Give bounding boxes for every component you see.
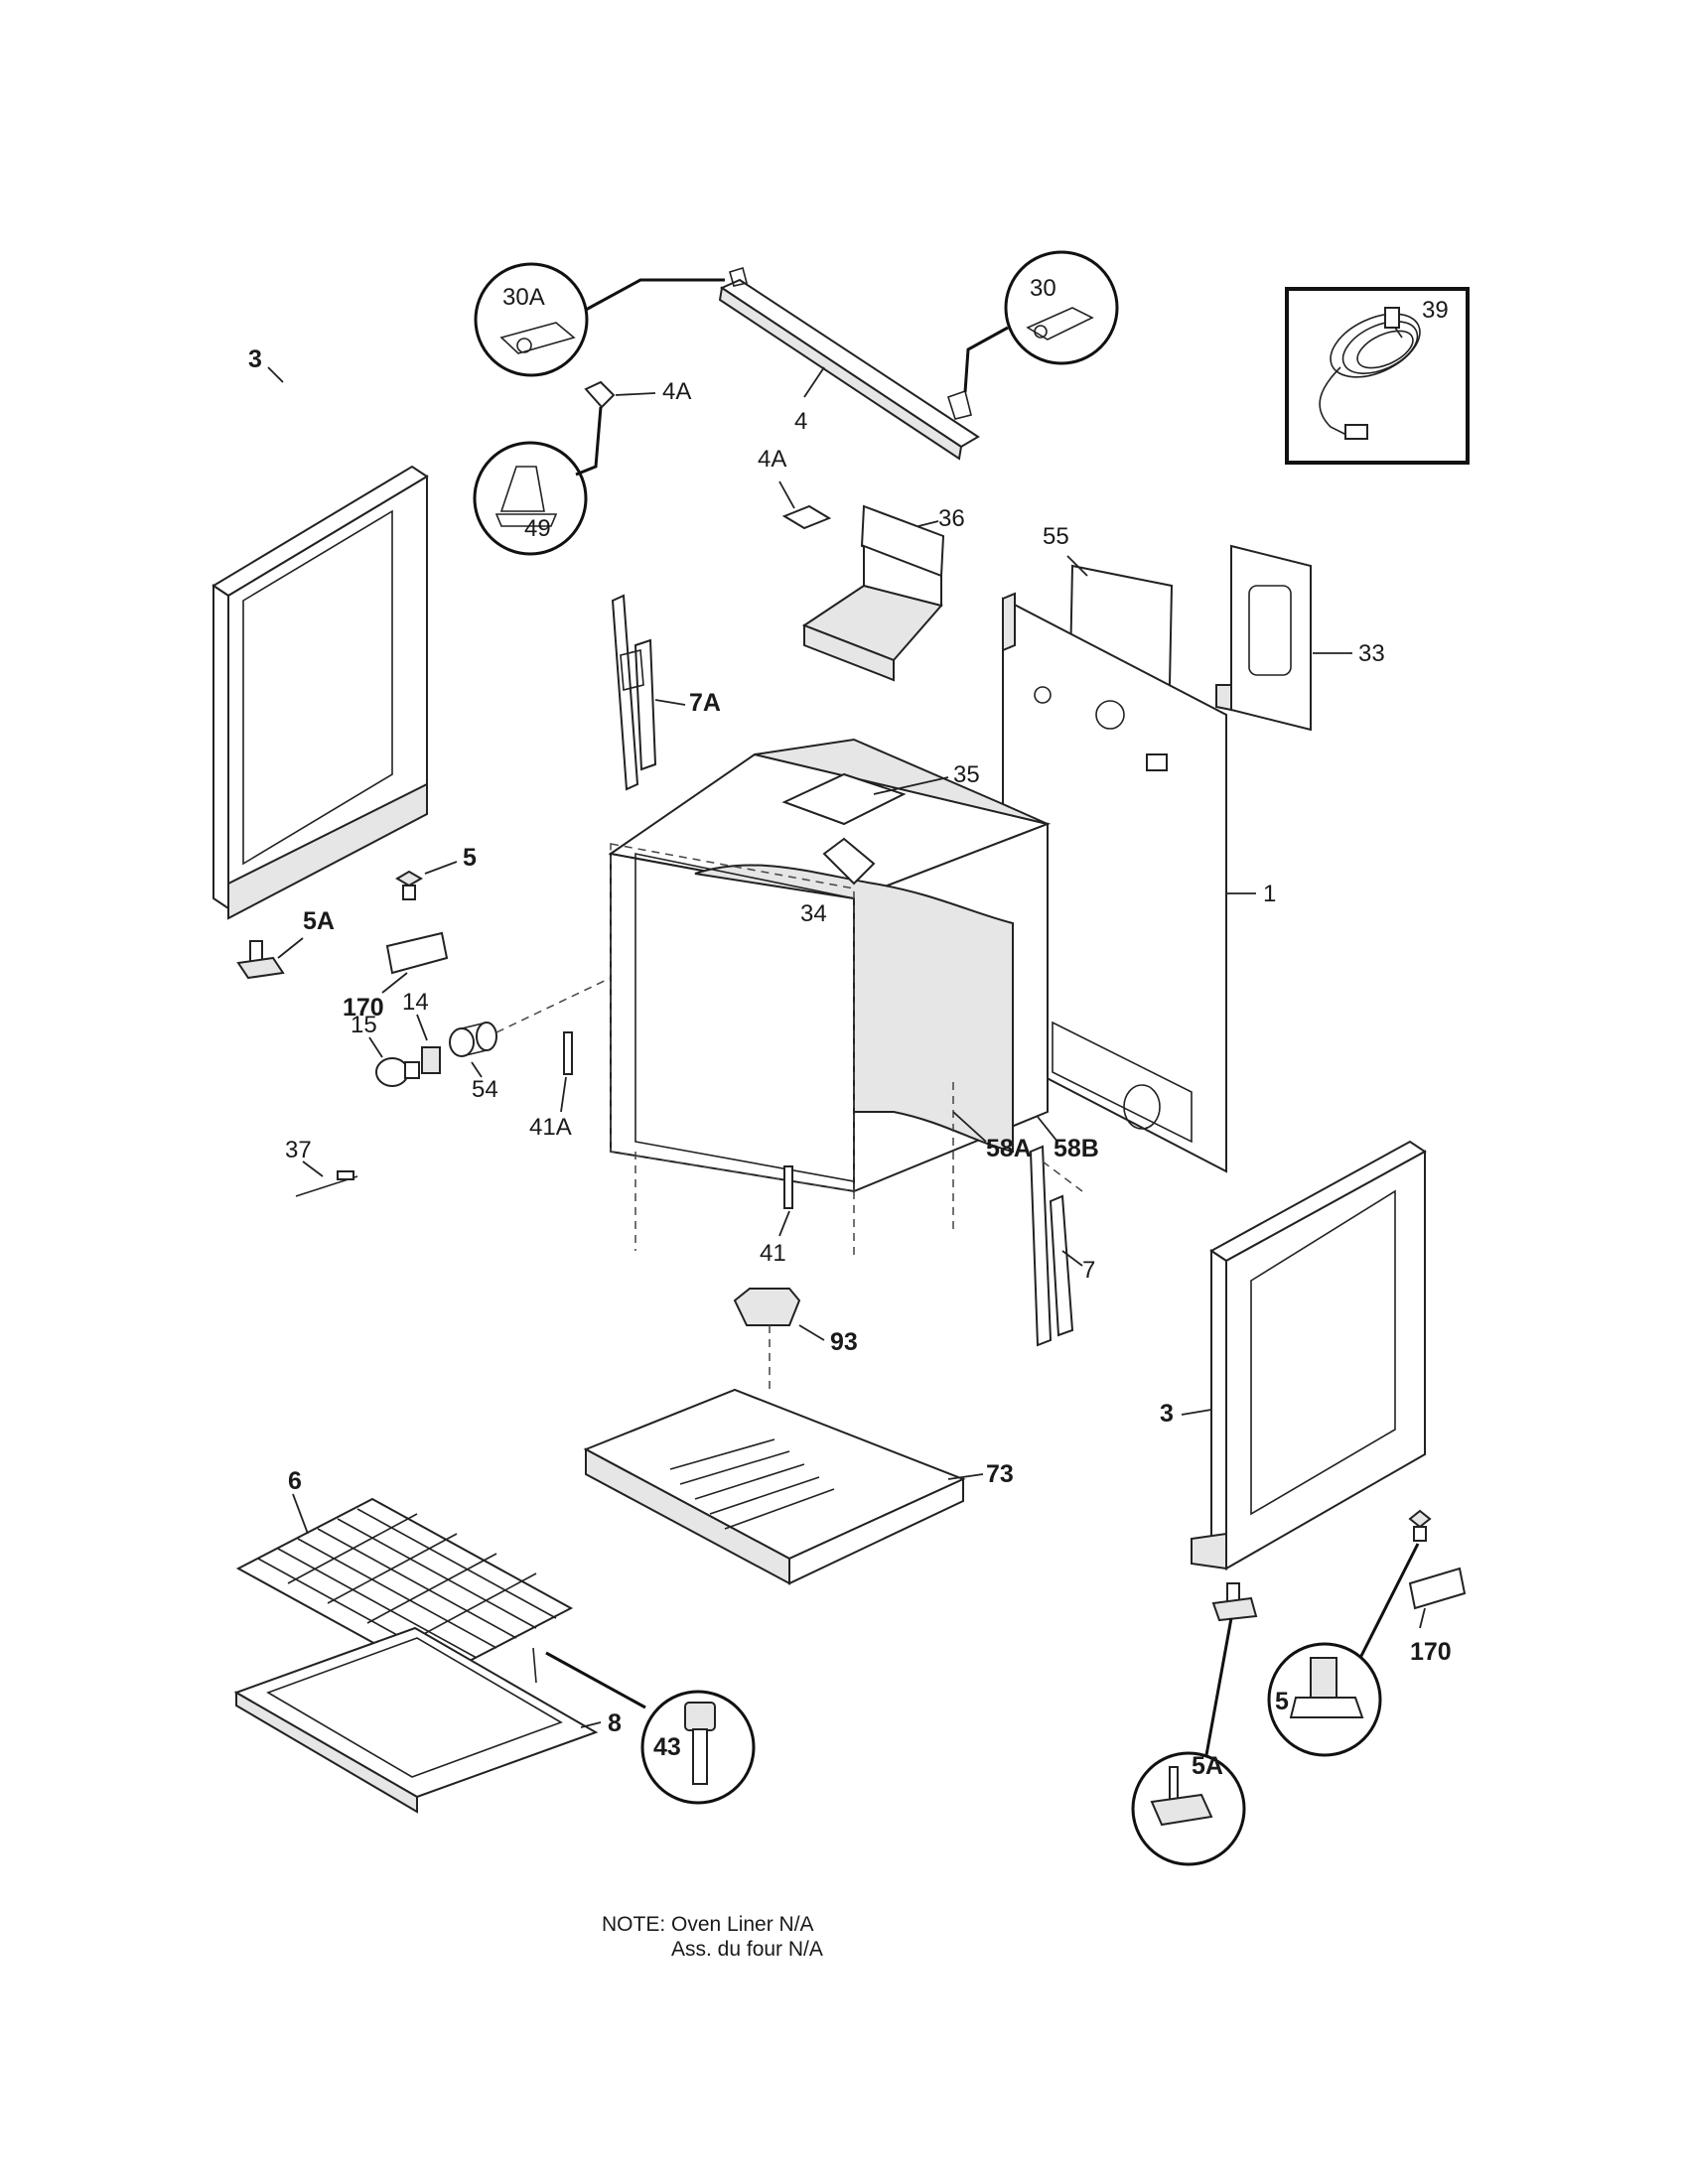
label-36: 36	[938, 505, 965, 532]
label-3-right: 3	[1160, 1400, 1174, 1428]
part-3-left-side-panel	[211, 366, 429, 920]
part-4-top-bracket	[718, 266, 980, 461]
label-7: 7	[1082, 1257, 1095, 1284]
part-35-bracket	[781, 772, 949, 826]
part-14-socket	[416, 1014, 441, 1074]
label-37: 37	[285, 1137, 312, 1163]
label-170-right: 170	[1410, 1638, 1452, 1666]
part-5A-right-foot	[1131, 1582, 1258, 1866]
part-7A-hinge	[611, 594, 686, 791]
label-8: 8	[608, 1709, 622, 1737]
part-8-broiler-drawer	[233, 1626, 602, 1814]
label-54: 54	[472, 1076, 498, 1103]
part-3-right-side-panel	[1181, 1140, 1427, 1570]
callout-43-screw	[532, 1647, 756, 1805]
note-line-1: NOTE: Oven Liner N/A	[602, 1913, 814, 1936]
part-4A-mid	[778, 480, 832, 530]
label-170-left: 170	[343, 994, 384, 1022]
label-7A: 7A	[689, 689, 721, 717]
label-34: 34	[800, 900, 827, 927]
part-34-insulation-cover	[822, 837, 876, 886]
part-73-bottom-panel	[583, 1388, 984, 1585]
part-5-right-leveler	[1267, 1509, 1432, 1757]
part-41-bracket	[778, 1165, 793, 1237]
part-7-hinge	[1029, 1145, 1083, 1347]
part-37-sensor	[295, 1160, 358, 1197]
label-33: 33	[1358, 640, 1385, 667]
part-4A-top	[584, 380, 656, 409]
note-line-2: Ass. du four N/A	[671, 1938, 823, 1961]
label-5A-left: 5A	[303, 907, 335, 935]
label-4A-mid: 4A	[758, 446, 786, 473]
label-93: 93	[830, 1328, 858, 1356]
label-58B: 58B	[1054, 1135, 1099, 1162]
part-170-right-anti-tip	[1408, 1567, 1467, 1629]
label-5A-right: 5A	[1192, 1752, 1223, 1780]
label-39: 39	[1422, 297, 1449, 324]
oven-cavity-body	[608, 738, 1052, 1261]
callout-30A	[474, 262, 725, 377]
part-5-left-leveler	[395, 861, 458, 900]
part-93-element-cover	[733, 1288, 825, 1390]
part-41A-bracket	[560, 1031, 573, 1113]
callout-49	[473, 406, 603, 556]
label-14: 14	[402, 989, 429, 1016]
label-3-left: 3	[248, 345, 262, 373]
part-54-lens-cover	[449, 977, 612, 1078]
label-6: 6	[288, 1467, 302, 1495]
part-33-cover	[1215, 544, 1352, 732]
label-30: 30	[1030, 275, 1056, 302]
part-170-left-anti-tip	[381, 931, 449, 994]
label-73: 73	[986, 1460, 1014, 1488]
label-35: 35	[953, 761, 980, 788]
label-49: 49	[524, 515, 551, 542]
label-5-right: 5	[1275, 1688, 1289, 1715]
label-4: 4	[794, 408, 807, 435]
part-36-vent-duct	[801, 504, 945, 682]
label-58A: 58A	[986, 1135, 1032, 1162]
label-1: 1	[1263, 881, 1276, 907]
part-5A-left-foot	[236, 937, 304, 980]
label-30A: 30A	[502, 284, 545, 311]
callout-30	[963, 250, 1119, 393]
label-4A-top: 4A	[662, 378, 691, 405]
label-15: 15	[351, 1012, 377, 1038]
part-15-bulb	[368, 1036, 420, 1087]
label-43: 43	[653, 1733, 681, 1761]
label-41: 41	[760, 1240, 786, 1267]
part-39-power-cord	[1285, 287, 1470, 465]
label-5-left: 5	[463, 844, 477, 872]
label-41A: 41A	[529, 1114, 572, 1141]
part-58A-58B-insulation	[952, 1111, 1058, 1143]
label-55: 55	[1043, 523, 1069, 550]
